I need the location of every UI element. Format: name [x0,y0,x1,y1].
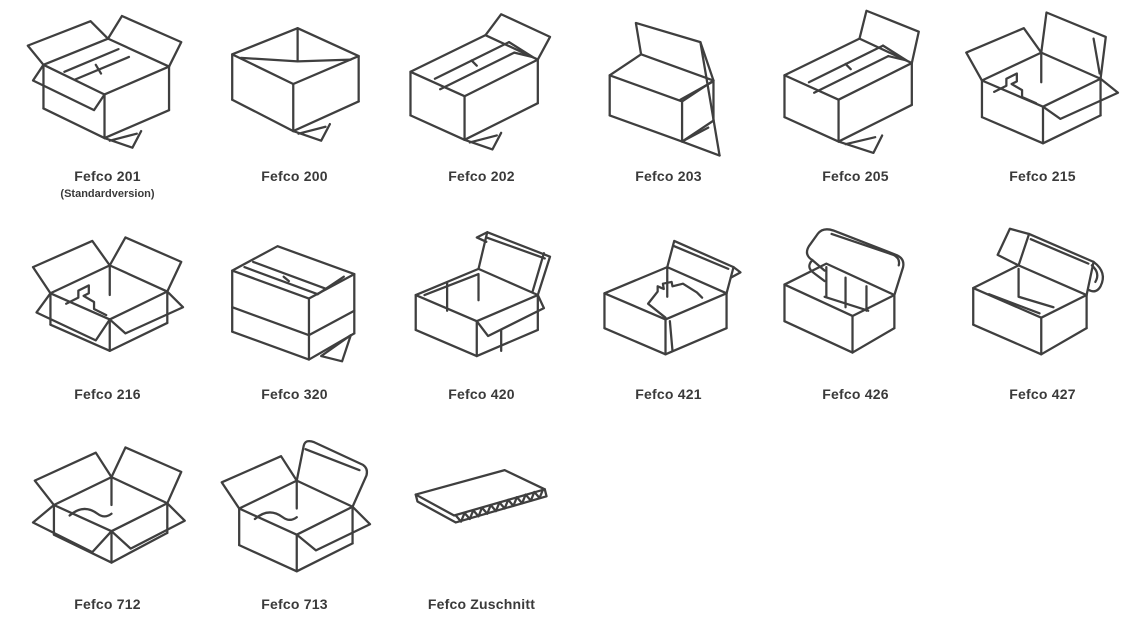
fefco-zuschnitt-sheet-icon [392,436,572,588]
fefco-201-box-icon [18,8,198,160]
fefco-427-box-icon [953,226,1133,378]
fefco-215-box-icon [953,8,1133,160]
fefco-712-box-icon [18,436,198,588]
fefco-item-label: Fefco Zuschnitt [427,596,536,612]
fefco-item-203: Fefco 203 [575,8,762,200]
fefco-426-box-icon [766,226,946,378]
fefco-item-205: Fefco 205 [762,8,949,200]
fefco-item-200: Fefco 200 [201,8,388,200]
fefco-item-202: Fefco 202 [388,8,575,200]
fefco-200-box-icon [205,8,385,160]
fefco-item-label: Fefco 420 [448,386,515,402]
fefco-item-712: Fefco 712 [14,436,201,612]
fefco-item-label: Fefco 205 [822,168,889,184]
fefco-421-box-icon [579,226,759,378]
fefco-item-label: Fefco 712 [74,596,141,612]
fefco-item-zuschnitt: Fefco Zuschnitt [388,436,575,612]
fefco-item-421: Fefco 421 [575,226,762,402]
fefco-item-label: Fefco 320 [261,386,328,402]
fefco-item-427: Fefco 427 [949,226,1136,402]
fefco-item-label: Fefco 200 [261,168,328,184]
fefco-row-3: Fefco 712 Fefco 713 [14,436,1140,612]
fefco-320-box-icon [205,226,385,378]
fefco-item-label: Fefco 216 [74,386,141,402]
fefco-205-box-icon [766,8,946,160]
fefco-item-label: Fefco 427 [1009,386,1076,402]
fefco-item-420: Fefco 420 [388,226,575,402]
fefco-item-label: Fefco 215 [1009,168,1076,184]
fefco-713-box-icon [205,436,385,588]
fefco-item-320: Fefco 320 [201,226,388,402]
fefco-row-1: Fefco 201 (Standardversion) Fefco 200 [14,8,1140,200]
fefco-item-215: Fefco 215 [949,8,1136,200]
fefco-203-box-icon [579,8,759,160]
fefco-item-label: Fefco 202 [448,168,515,184]
fefco-item-label: Fefco 201 [74,168,141,184]
fefco-420-box-icon [392,226,572,378]
fefco-216-box-icon [18,226,198,378]
fefco-item-216: Fefco 216 [14,226,201,402]
fefco-202-box-icon [392,8,572,160]
fefco-item-713: Fefco 713 [201,436,388,612]
fefco-item-label: Fefco 421 [635,386,702,402]
fefco-grid: Fefco 201 (Standardversion) Fefco 200 [14,8,1140,612]
fefco-item-201: Fefco 201 (Standardversion) [14,8,201,200]
fefco-row-2: Fefco 216 Fefco 320 [14,226,1140,402]
fefco-item-sublabel: (Standardversion) [60,188,155,200]
fefco-item-label: Fefco 713 [261,596,328,612]
fefco-item-label: Fefco 203 [635,168,702,184]
fefco-item-426: Fefco 426 [762,226,949,402]
fefco-item-label: Fefco 426 [822,386,889,402]
